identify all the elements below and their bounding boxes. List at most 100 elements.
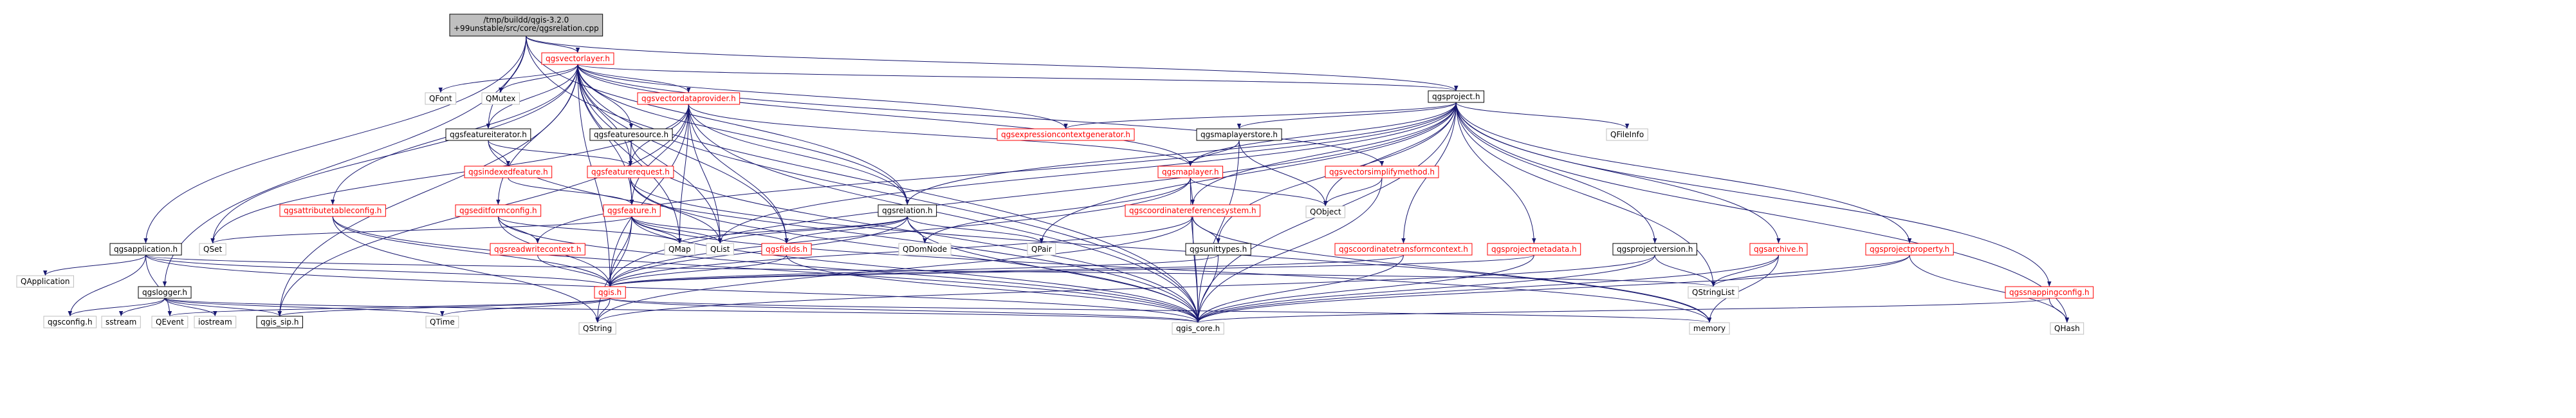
edge-qgsproject-to-qgis	[607, 102, 1457, 287]
edge-root-to-qgsapplication	[143, 35, 527, 244]
node-qgscoordinatereferencesystem[interactable]: qgscoordinatereferencesystem.h	[1125, 204, 1261, 217]
node-qmap: QMap	[664, 243, 695, 256]
edge-qgsproject-to-qhash	[1455, 102, 2069, 323]
edge-qgsproject-to-qobject	[1323, 102, 1457, 207]
edge-qgsprojectproperty-to-qstringlist	[1711, 254, 1910, 287]
edge-qgsattributetableconfig-to-qgis_core	[332, 216, 1201, 323]
edge-qgsindexedfeature-to-qgsfeature	[508, 177, 634, 205]
node-qgsvectorsimplifymethod[interactable]: qgsvectorsimplifymethod.h	[1325, 166, 1439, 178]
edge-qgsapplication-to-qevent	[145, 254, 172, 317]
edge-qgsprojectversion-to-qgis_core	[1196, 254, 1655, 323]
node-label: iostream	[198, 318, 232, 327]
node-label: qgsfeaturerequest.h	[591, 167, 670, 176]
edge-qgsprojectmetadata-to-qgis	[608, 254, 1534, 287]
edge-qgsproject-to-qstringlist	[1455, 102, 1716, 287]
node-qgsprojectproperty[interactable]: qgsprojectproperty.h	[1865, 243, 1954, 256]
node-qgsrelation[interactable]: qgsrelation.h	[878, 204, 937, 217]
node-label: qgsvectorlayer.h	[546, 54, 610, 63]
node-qgssnappingconfig[interactable]: qgssnappingconfig.h	[2005, 286, 2094, 299]
edge-qgscoordinatereferencesystem-to-memory	[1192, 216, 1712, 323]
node-label: qgsconfig.h	[48, 318, 93, 327]
node-label: qgsattributetableconfig.h	[284, 206, 382, 215]
edge-qgsrelation-to-qmap	[677, 216, 908, 244]
node-qgsvectorlayer[interactable]: qgsvectorlayer.h	[541, 52, 614, 65]
node-label: QPair	[1031, 245, 1052, 254]
node-label: qgsprojectmetadata.h	[1491, 245, 1577, 254]
edge-qgsvectorlayer-to-qgsvectordataprovider	[577, 64, 691, 93]
edge-qgslogger-to-qgis_core	[164, 298, 1200, 323]
edge-qgsproject-to-qpair	[1039, 102, 1457, 244]
node-qgsfeaturerequest[interactable]: qgsfeaturerequest.h	[587, 166, 674, 178]
edge-qgsfeaturerequest-to-memory	[630, 177, 1712, 323]
node-qgslogger[interactable]: qgslogger.h	[138, 286, 192, 299]
node-qgsarchive[interactable]: qgsarchive.h	[1749, 243, 1808, 256]
edge-qgsprojectmetadata-to-qgis_core	[1195, 254, 1534, 323]
node-qgsindexedfeature[interactable]: qgsindexedfeature.h	[464, 166, 553, 178]
node-qgseditformconfig[interactable]: qgseditformconfig.h	[455, 204, 542, 217]
edge-qgsarchive-to-qgis_core	[1196, 254, 1779, 323]
edge-qgsrelation-to-qpair	[906, 216, 1044, 244]
node-qgis-sip[interactable]: qgis_sip.h	[256, 316, 303, 328]
node-qgsproject[interactable]: qgsproject.h	[1428, 90, 1485, 103]
node-qgsfeatureiterator[interactable]: qgsfeatureiterator.h	[445, 128, 531, 141]
edge-qgsvectordataprovider-to-qgsfields	[688, 104, 789, 244]
node-qgsreadwritecontext[interactable]: qgsreadwritecontext.h	[490, 243, 585, 256]
node-qgscoordinatetransformcontext[interactable]: qgscoordinatetransformcontext.h	[1334, 243, 1473, 256]
edge-root-to-qgsproject	[526, 35, 1458, 91]
node-label: qgssnappingconfig.h	[2009, 288, 2090, 297]
node-qgis[interactable]: qgis.h	[594, 286, 626, 299]
node-qgsfields[interactable]: qgsfields.h	[761, 243, 812, 256]
node-label: /tmp/buildd/qgis-3.2.0	[483, 15, 569, 24]
node-qtime: QTime	[425, 316, 459, 328]
edge-qgslogger-to-qgis_sip	[164, 298, 282, 317]
edge-qgsapplication-to-qstringlist	[145, 254, 1715, 287]
edge-qgslogger-to-qtime	[164, 298, 445, 317]
edge-qgsfeature-to-qset	[210, 216, 632, 244]
node-label: qgscoordinatereferencesystem.h	[1129, 206, 1256, 215]
node-label: qgsprojectproperty.h	[1870, 245, 1949, 254]
edge-qgsfields-to-qgis_core	[786, 254, 1201, 323]
node-qgsapplication[interactable]: qgsapplication.h	[109, 243, 182, 256]
node-qgsmaplayerstore[interactable]: qgsmaplayerstore.h	[1196, 128, 1282, 141]
edge-qgsproject-to-qlist	[718, 102, 1457, 244]
edge-qgsapplication-to-qgis	[145, 254, 612, 287]
edge-qgsfeature-to-qgsfields	[631, 216, 789, 244]
node-qgsvectordataprovider[interactable]: qgsvectordataprovider.h	[637, 92, 741, 105]
edge-qgsapplication-to-qgis_core	[145, 254, 1201, 323]
node-memory: memory	[1689, 322, 1730, 335]
node-label: QTime	[430, 318, 455, 327]
node-label: qgsmaplayer.h	[1162, 167, 1219, 176]
edge-root-to-qgsrelation	[526, 35, 910, 205]
node-qgsunittypes[interactable]: qgsunittypes.h	[1185, 243, 1251, 256]
node-qhash: QHash	[2050, 322, 2084, 335]
edge-qgsvectorsimplifymethod-to-qobject	[1323, 177, 1383, 207]
node-qgsprojectversion[interactable]: qgsprojectversion.h	[1612, 243, 1698, 256]
node-qgsmaplayer[interactable]: qgsmaplayer.h	[1157, 166, 1224, 178]
node-label: QMutex	[486, 94, 515, 103]
node-label: qgsvectorsimplifymethod.h	[1329, 167, 1435, 176]
edge-qgsmaplayerstore-to-qgis_core	[1195, 140, 1240, 323]
edge-qgsvectordataprovider-to-qgis	[607, 104, 689, 287]
edge-qgsprojectversion-to-qstring	[595, 254, 1655, 323]
node-qgsfeature[interactable]: qgsfeature.h	[603, 204, 661, 217]
edge-qgsapplication-to-qgsconfig	[68, 254, 147, 317]
node-qpair: QPair	[1027, 243, 1056, 256]
node-qgsexpressioncontextgenerator[interactable]: qgsexpressioncontextgenerator.h	[997, 128, 1135, 141]
node-label: qgsproject.h	[1432, 92, 1480, 101]
edge-qgscoordinatereferencesystem-to-qstring	[595, 216, 1193, 323]
edge-qgsvectorlayer-to-qmutex	[499, 64, 578, 93]
edge-qgsproject-to-qgsprojectmetadata	[1455, 102, 1536, 244]
node-label: QEvent	[156, 318, 184, 327]
node-qgsfeaturesource[interactable]: qgsfeaturesource.h	[589, 128, 673, 141]
node-label: qgis_sip.h	[261, 318, 299, 327]
node-root: /tmp/buildd/qgis-3.2.0+99unstable/src/co…	[449, 14, 603, 37]
node-qgsprojectmetadata[interactable]: qgsprojectmetadata.h	[1487, 243, 1581, 256]
edge-qgsvectorlayer-to-qgsvectorsimplifymethod	[577, 64, 1385, 167]
edge-qgsproject-to-qgsprojectproperty	[1455, 102, 1912, 244]
node-qgsattributetableconfig[interactable]: qgsattributetableconfig.h	[279, 204, 386, 217]
edge-qgsvectorlayer-to-qgsmaplayer	[577, 64, 1193, 167]
node-label: sstream	[106, 318, 136, 327]
edge-qgssnappingconfig-to-qgis_core	[1196, 298, 2050, 323]
edge-qgsmaplayer-to-qdomnode	[923, 177, 1191, 244]
